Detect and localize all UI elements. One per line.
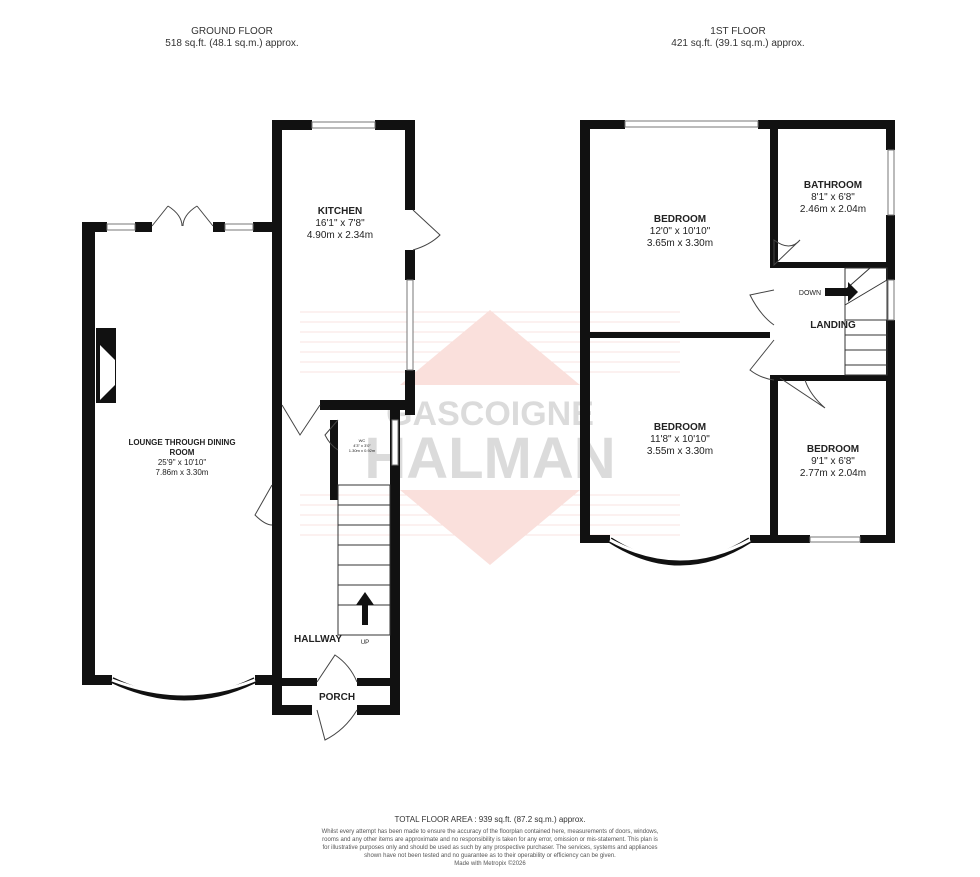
hallway-label: HALLWAY <box>294 634 342 645</box>
chimney-breast <box>100 345 115 400</box>
wc-metric: 1.30m x 0.92m <box>349 448 376 453</box>
bedroom-2-metric: 3.55m x 3.30m <box>647 446 713 457</box>
stair-up-label: UP <box>361 640 369 646</box>
ground-floor-walls <box>82 120 415 715</box>
arrow-up-icon <box>356 592 374 625</box>
ground-floor-title: GROUND FLOOR <box>191 26 273 37</box>
kitchen-label: KITCHEN <box>318 206 362 217</box>
lounge-label-2: ROOM <box>170 448 195 457</box>
bathroom-imperial: 8'1" x 6'8" <box>811 192 855 203</box>
lounge-label: LOUNGE THROUGH DINING <box>128 438 235 447</box>
first-floor-stairs <box>844 267 888 376</box>
ground-floor-doors <box>151 205 441 741</box>
first-floor-area: 421 sq.ft. (39.1 sq.m.) approx. <box>671 38 804 49</box>
kitchen-metric: 4.90m x 2.34m <box>307 230 373 241</box>
bedroom-1-label: BEDROOM <box>654 214 706 225</box>
watermark-line1: GASCOIGNE <box>386 395 594 433</box>
landing-label: LANDING <box>810 320 856 331</box>
bedroom-3-metric: 2.77m x 2.04m <box>800 468 866 479</box>
porch-label: PORCH <box>319 692 355 703</box>
bedroom-1-metric: 3.65m x 3.30m <box>647 238 713 249</box>
disclaimer-text: Whilst every attempt has been made to en… <box>321 829 659 859</box>
wc-imperial: 4'3" x 3'0" <box>353 443 371 448</box>
arrow-down-icon <box>825 282 858 302</box>
stair-down-label: DOWN <box>799 290 821 297</box>
bathroom-label: BATHROOM <box>804 180 862 191</box>
watermark-logo: GASCOIGNE HALMAN <box>300 310 680 565</box>
lounge-metric: 7.86m x 3.30m <box>156 468 209 477</box>
credit: Made with Metropix ©2026 <box>454 861 526 867</box>
bedroom-3-imperial: 9'1" x 6'8" <box>811 456 855 467</box>
bedroom-3-label: BEDROOM <box>807 444 859 455</box>
kitchen-imperial: 16'1" x 7'8" <box>315 218 365 229</box>
first-floor-windows <box>608 120 895 566</box>
watermark-line2: HALMAN <box>364 426 615 491</box>
bedroom-2-label: BEDROOM <box>654 422 706 433</box>
ground-floor-area: 518 sq.ft. (48.1 sq.m.) approx. <box>165 38 298 49</box>
bathroom-metric: 2.46m x 2.04m <box>800 204 866 215</box>
wc-label: WC <box>359 438 366 443</box>
bedroom-1-imperial: 12'0" x 10'10" <box>650 226 711 237</box>
first-floor-doors <box>749 239 826 409</box>
first-floor-walls <box>580 120 895 543</box>
bedroom-2-imperial: 11'8" x 10'10" <box>650 434 710 445</box>
first-floor-title: 1ST FLOOR <box>710 26 765 37</box>
ground-floor-windows <box>106 121 414 701</box>
disclaimer: Whilst every attempt has been made to en… <box>320 828 660 868</box>
lounge-imperial: 25'9" x 10'10" <box>158 458 206 467</box>
total-floor-area: TOTAL FLOOR AREA : 939 sq.ft. (87.2 sq.m… <box>394 815 586 824</box>
